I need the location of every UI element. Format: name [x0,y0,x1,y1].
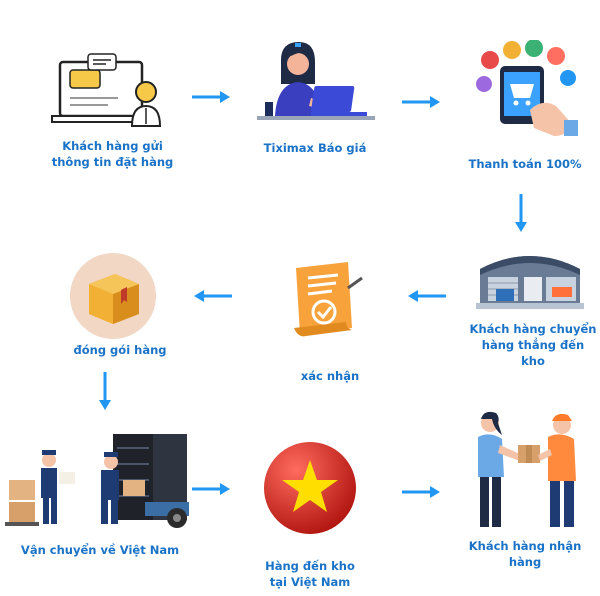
step-7-label: Vận chuyển về Việt Nam [20,543,180,557]
step-6-label: đóng gói hàng [73,343,167,357]
package-box-icon [69,252,157,340]
step-3: Thanh toán 100% [460,40,590,180]
arrow-right-icon [400,95,442,109]
step-9-label: Khách hàng nhận hàng [468,539,582,569]
step-2-label: Tiximax Báo giá [263,141,367,155]
step-1: Khách hàng gửi thông tin đặt hàng [40,50,190,170]
arrow-left-icon [406,289,448,303]
step-4: Khách hàng chuyển hàng thẳng đến kho [468,245,598,375]
arrow-left-icon [192,289,234,303]
step-4-label: Khách hàng chuyển hàng thẳng đến kho [469,322,597,368]
step-7: Vận chuyển về Việt Nam [5,430,195,565]
arrow-right-icon [190,90,232,104]
arrow-right-icon [400,485,442,499]
woman-laptop-quote-icon [251,40,379,130]
step-5: xác nhận [270,258,390,388]
package-handover-icon [464,405,586,533]
step-1-label: Khách hàng gửi thông tin đặt hàng [51,139,174,169]
vietnam-flag-icon [262,440,358,536]
confirmation-document-icon [288,258,372,342]
arrow-down-icon [514,192,528,234]
step-2: Tiximax Báo giá [245,40,385,170]
step-9: Khách hàng nhận hàng [460,405,590,575]
workers-loading-truck-icon [5,430,193,534]
step-8-label: Hàng đến kho tại Việt Nam [265,559,355,589]
online-payment-cart-icon [472,40,582,140]
step-5-label: xác nhận [300,369,360,383]
step-3-label: Thanh toán 100% [468,157,582,171]
customer-order-computer-icon [48,50,168,130]
warehouse-truck-icon [476,245,584,311]
step-6: đóng gói hàng [55,252,185,362]
step-8: Hàng đến kho tại Việt Nam [250,440,370,590]
arrow-down-icon [98,370,112,412]
arrow-right-icon [190,482,232,496]
